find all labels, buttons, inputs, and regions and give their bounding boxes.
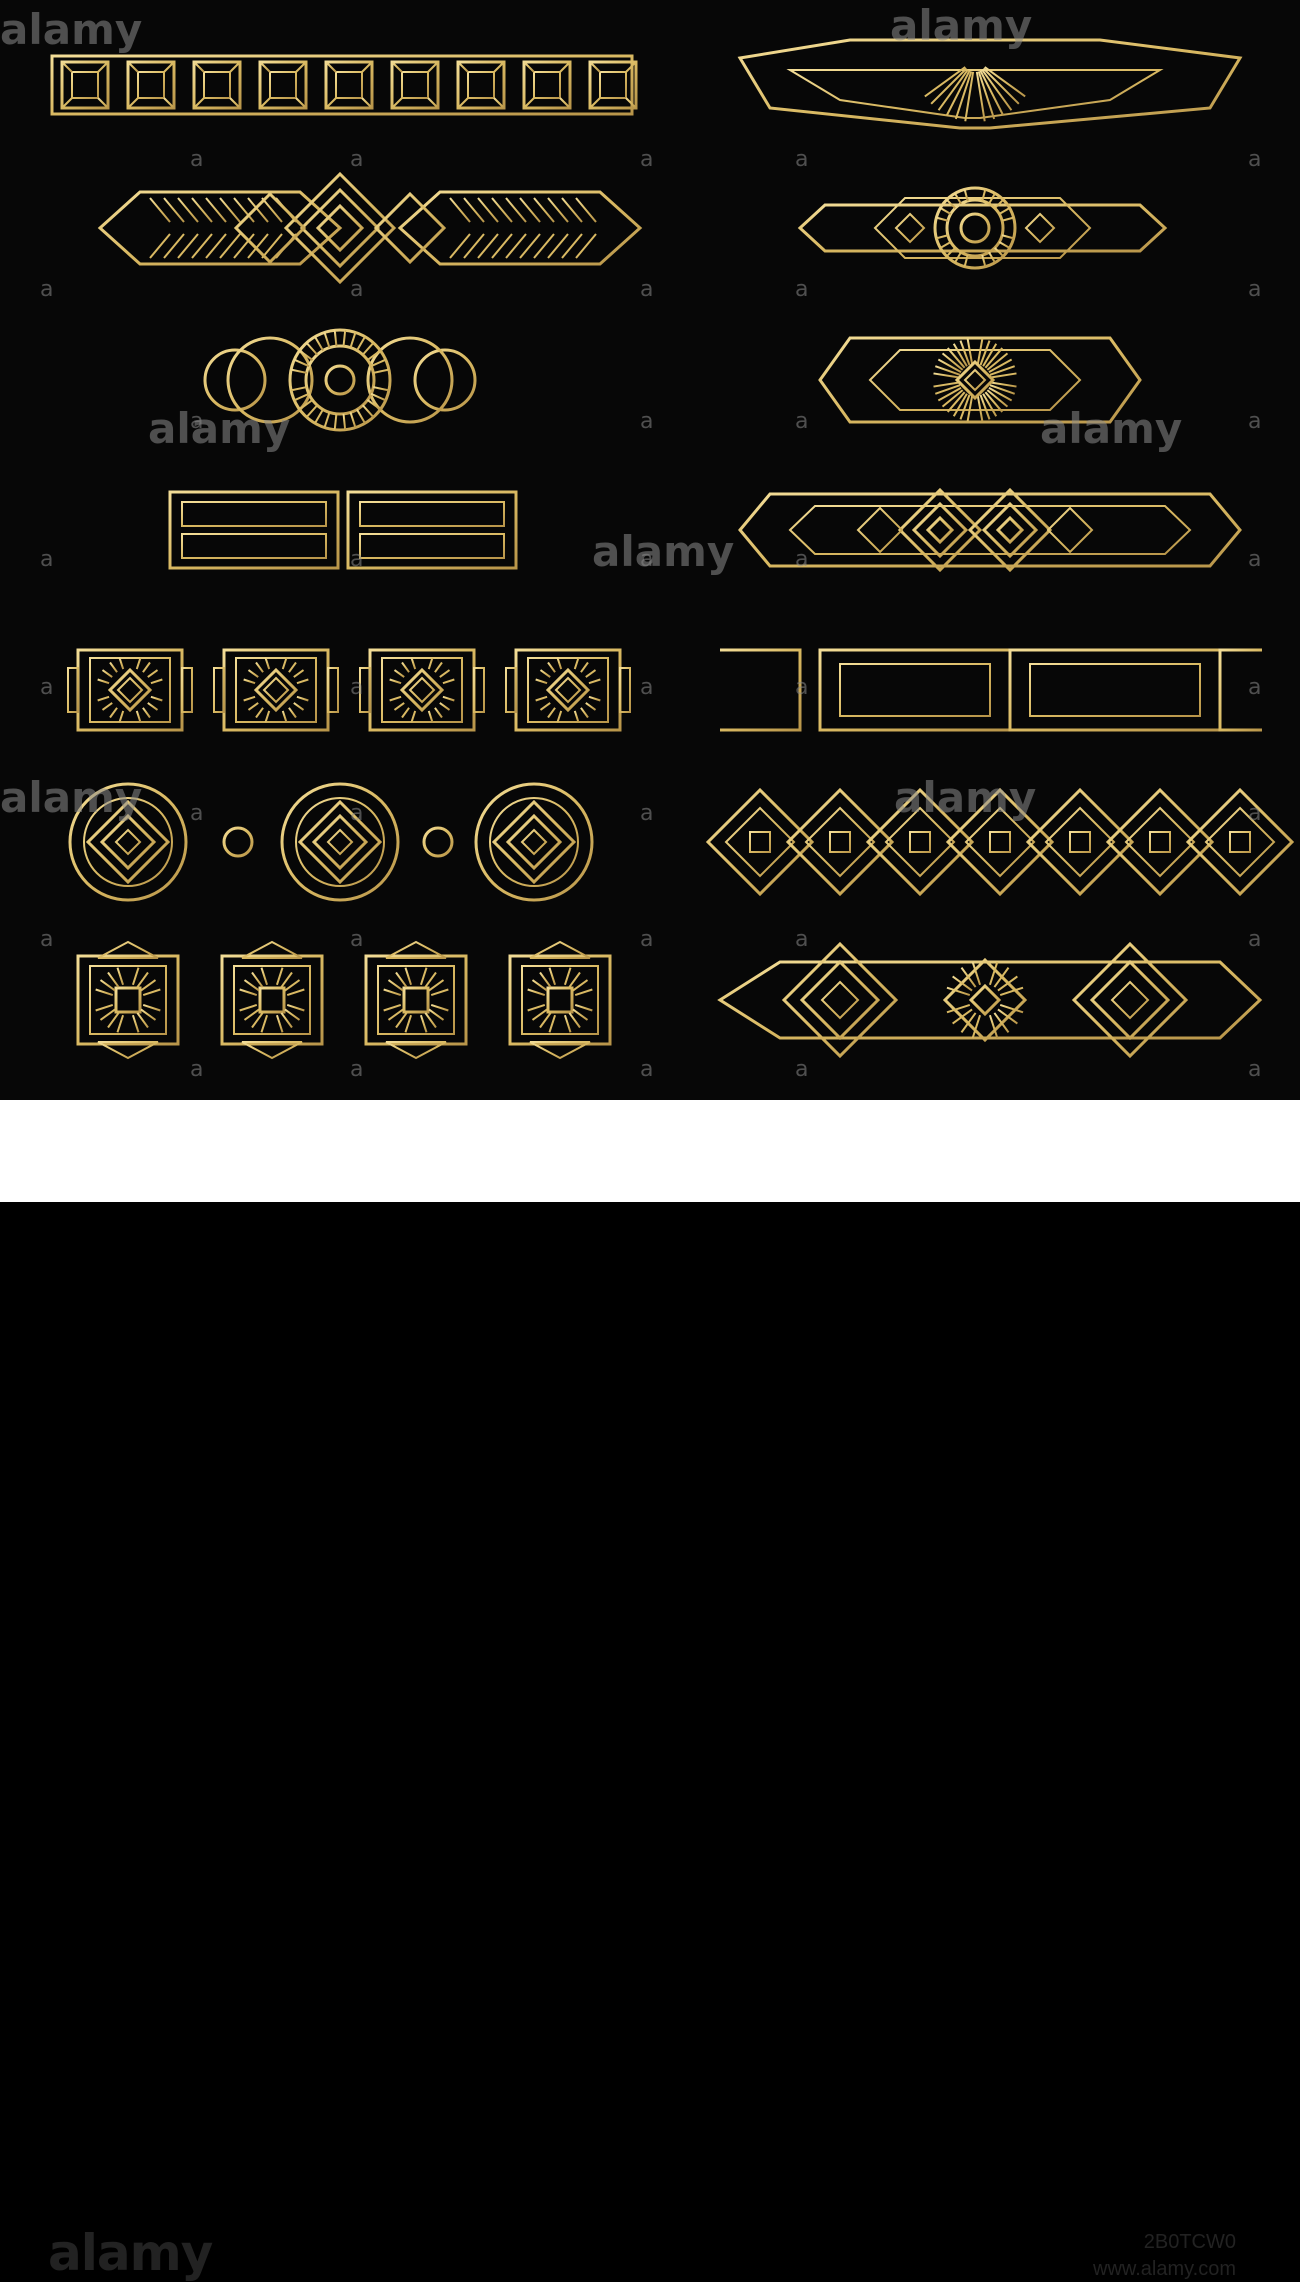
watermark-mark: a xyxy=(1248,675,1261,700)
watermark-mark: a xyxy=(640,927,653,952)
border-key-blocks xyxy=(52,488,634,572)
watermark-mark: a xyxy=(40,675,53,700)
watermark-mark: a xyxy=(190,147,203,172)
border-lattice xyxy=(705,787,1295,897)
watermark-mark: a xyxy=(640,147,653,172)
watermark-mark: a xyxy=(1248,409,1261,434)
watermark-mark: a xyxy=(795,1057,808,1082)
border-circle-diamonds xyxy=(56,782,630,902)
border-triple-circles xyxy=(46,328,638,432)
watermark-mark: a xyxy=(1248,277,1261,302)
watermark-logo: alamy xyxy=(894,773,1036,822)
image-id-label: 2B0TCW0 xyxy=(1143,2231,1236,2253)
ornament-artwork: alamy alamy alamy alamy alamy alamy alamy a a a a a… xyxy=(0,0,1300,1100)
watermark-mark: a xyxy=(1248,1057,1261,1082)
watermark-logo: alamy xyxy=(0,773,142,822)
ornament-canvas: alamy alamy alamy alamy alamy alamy alamy a a a a a… xyxy=(0,1,1295,1082)
watermark-mark: a xyxy=(40,547,53,572)
watermark-mark: a xyxy=(640,1057,653,1082)
watermark-mark: a xyxy=(640,801,653,826)
watermark-mark: a xyxy=(350,547,363,572)
watermark-logo: alamy xyxy=(0,5,142,54)
alamy-logo: alamy xyxy=(48,2224,213,2282)
watermark-mark: a xyxy=(1248,547,1261,572)
border-sunburst-chevron xyxy=(692,38,1272,130)
footer-bar: alamy 2B0TCW0 www.alamy.com xyxy=(0,1100,1300,2282)
watermark-mark: a xyxy=(795,147,808,172)
watermark-mark: a xyxy=(1248,147,1261,172)
watermark-mark: a xyxy=(350,927,363,952)
border-diamond-arrows xyxy=(44,171,643,285)
watermark-mark: a xyxy=(190,801,203,826)
watermark-mark: a xyxy=(350,1057,363,1082)
watermark-mark: a xyxy=(350,277,363,302)
watermark-mark: a xyxy=(640,277,653,302)
watermark-mark: a xyxy=(1248,927,1261,952)
border-twin-diamond-rays xyxy=(706,941,1263,1059)
watermark-mark: a xyxy=(640,409,653,434)
border-squares-chain xyxy=(48,40,638,130)
watermark-mark: a xyxy=(350,675,363,700)
watermark-mark: a xyxy=(350,147,363,172)
watermark-logo: alamy xyxy=(890,1,1032,50)
watermark-mark: a xyxy=(795,927,808,952)
border-central-medallion xyxy=(692,186,1272,270)
watermark-mark: a xyxy=(40,927,53,952)
watermark-mark: a xyxy=(350,801,363,826)
border-interlock-lines xyxy=(702,648,1262,732)
watermark-mark: a xyxy=(40,277,53,302)
border-square-sunburst-chain xyxy=(56,640,631,740)
watermark-mark: a xyxy=(795,277,808,302)
site-url-label: www.alamy.com xyxy=(1093,2258,1236,2280)
border-diamond-sunburst xyxy=(706,336,1258,424)
border-double-diamond xyxy=(702,487,1270,573)
watermark-mark: a xyxy=(190,409,203,434)
watermark-logo: alamy xyxy=(1040,404,1182,453)
border-stepped-squares xyxy=(60,940,624,1060)
watermark-mark: a xyxy=(190,1057,203,1082)
watermark-mark: a xyxy=(795,675,808,700)
watermark-logo: alamy xyxy=(148,404,290,453)
watermark-mark: a xyxy=(795,547,808,572)
watermark-logo: alamy xyxy=(592,527,734,576)
watermark-mark: a xyxy=(640,675,653,700)
watermark-mark: a xyxy=(640,547,653,572)
watermark-mark: a xyxy=(795,409,808,434)
watermark-mark: a xyxy=(1248,801,1261,826)
